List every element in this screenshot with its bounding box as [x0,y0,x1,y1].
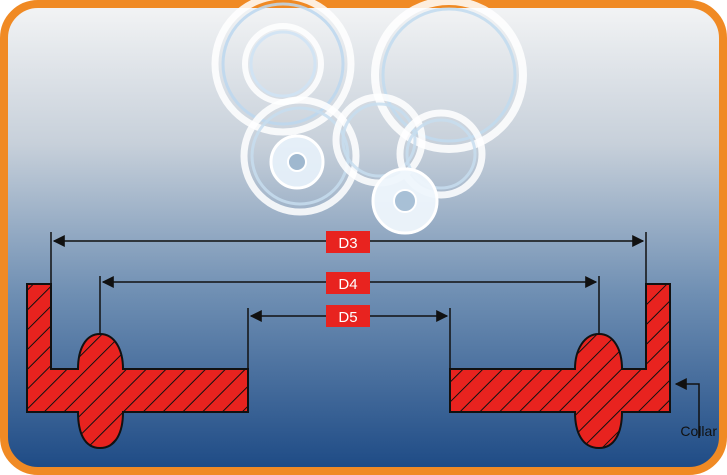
svg-text:D4: D4 [338,276,357,293]
extension-lines [50,232,647,369]
d3-label: D3 [326,231,370,253]
d4-label: D4 [326,272,370,294]
gasket-rings-photo [211,0,527,235]
svg-text:D3: D3 [338,235,357,252]
svg-text:D5: D5 [338,309,357,326]
collar-callout: Collar [674,378,717,439]
svg-text:Collar: Collar [680,423,717,439]
d5-label: D5 [326,305,370,327]
